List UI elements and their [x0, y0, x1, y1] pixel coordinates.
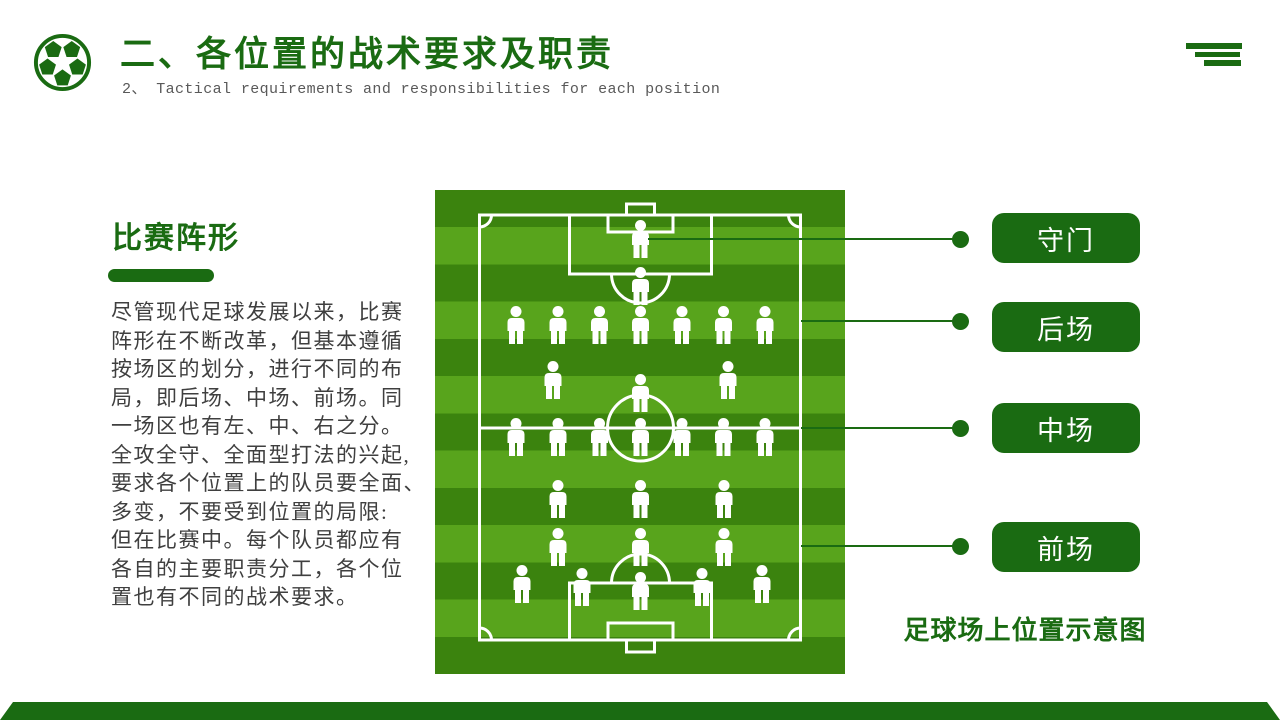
section-paragraph: 尽管现代足球发展以来，比赛 阵形在不断改革，但基本遵循 按场区的划分，进行不同的…: [111, 300, 426, 609]
position-label-backfield[interactable]: 后场: [992, 302, 1140, 352]
leader-line-goalkeeper: [648, 238, 953, 240]
player-icon-backfield: [507, 306, 525, 344]
player-icon-midfield: [632, 374, 649, 412]
player-icon-backfield: [715, 306, 732, 344]
leader-dot-frontfield: [952, 537, 969, 555]
goal-top: [625, 202, 656, 217]
corner-arc-bl: [479, 626, 493, 641]
player-icon-frontfield: [513, 565, 531, 603]
goal-bottom: [625, 638, 656, 654]
player-icon-frontfield: [715, 528, 733, 566]
player-icon-midfield: [549, 418, 567, 456]
player-icon-backfield: [549, 306, 567, 344]
player-icon-midfield: [756, 418, 774, 456]
leader-dot-midfield: [952, 419, 969, 437]
menu-icon[interactable]: [1186, 43, 1242, 69]
penalty-arc-bottom: [610, 552, 671, 584]
heading-underline-bar: [108, 269, 214, 282]
player-icon-backfield: [632, 306, 649, 344]
position-label-goalkeeper[interactable]: 守门: [992, 213, 1140, 263]
soccer-ball-icon: [33, 33, 92, 92]
player-icon-backfield: [591, 306, 608, 344]
player-icon-frontfield: [549, 480, 567, 518]
player-icon-midfield: [673, 418, 691, 456]
menu-bar: [1204, 60, 1241, 66]
menu-bar: [1186, 43, 1242, 49]
player-icon-midfield: [719, 361, 737, 399]
leader-line-frontfield: [801, 545, 953, 547]
position-label-frontfield[interactable]: 前场: [992, 522, 1140, 572]
leader-line-backfield: [801, 320, 953, 322]
player-icon-frontfield: [632, 480, 649, 518]
section-heading: 比赛阵形: [112, 222, 240, 255]
penalty-arc-top: [610, 273, 671, 305]
player-icon-midfield: [632, 418, 649, 456]
corner-arc-br: [787, 626, 801, 641]
player-icon-frontfield: [632, 528, 649, 566]
player-icon-midfield: [507, 418, 525, 456]
player-icon-midfield: [544, 361, 562, 399]
corner-arc-tr: [787, 214, 801, 229]
page-title: 二、各位置的战术要求及职责: [120, 35, 615, 75]
player-icon-frontfield: [753, 565, 771, 603]
page-subtitle: 2、 Tactical requirements and responsibil…: [122, 81, 721, 98]
leader-line-midfield: [801, 427, 953, 429]
player-icon-midfield: [591, 418, 608, 456]
leader-dot-goalkeeper: [952, 230, 969, 248]
player-icon-frontfield: [632, 572, 649, 610]
leader-dot-backfield: [952, 312, 969, 330]
footer-bar: [0, 702, 1280, 720]
player-icon-backfield: [673, 306, 691, 344]
player-icon-frontfield: [549, 528, 567, 566]
menu-bar: [1195, 51, 1240, 58]
player-icon-frontfield: [693, 568, 711, 606]
corner-arc-tl: [479, 214, 493, 229]
goal-area-bottom: [606, 621, 675, 642]
field-players: [507, 220, 774, 610]
football-field: [435, 190, 845, 674]
player-icon-frontfield: [573, 568, 591, 606]
player-icon-backfield: [756, 306, 774, 344]
player-icon-goalkeeper: [632, 220, 649, 258]
player-icon-frontfield: [715, 480, 733, 518]
player-icon-midfield: [715, 418, 732, 456]
diagram-caption: 足球场上位置示意图: [903, 616, 1147, 645]
position-label-midfield[interactable]: 中场: [992, 403, 1140, 453]
